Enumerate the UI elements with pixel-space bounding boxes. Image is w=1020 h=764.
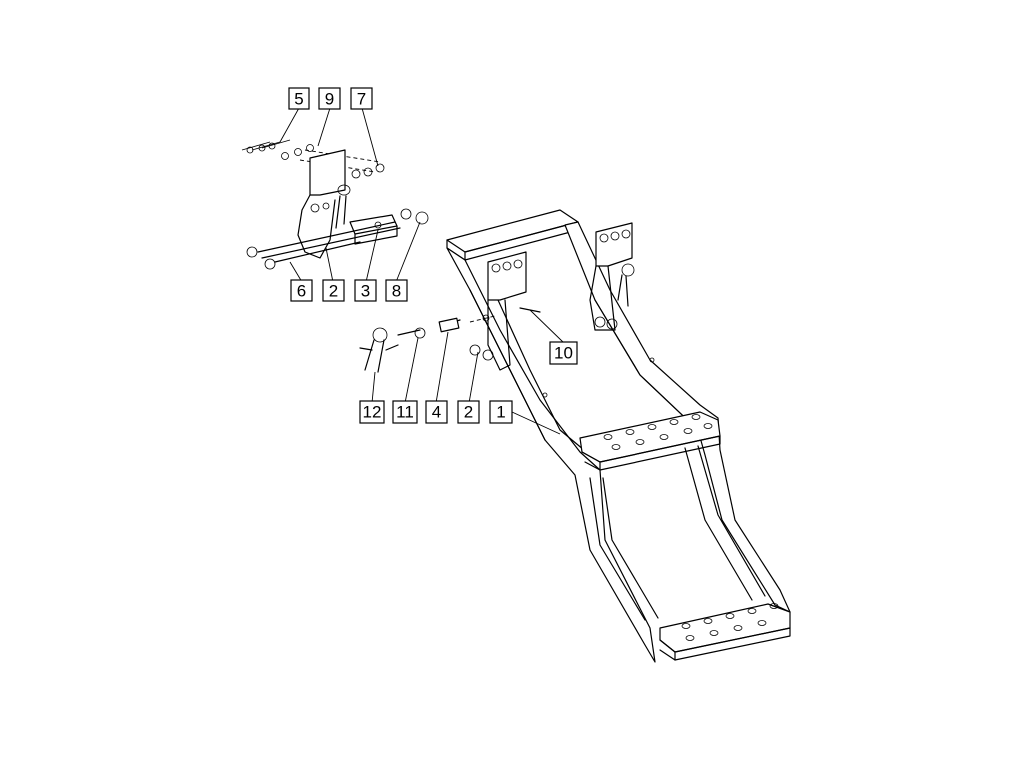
callout-9: 9 (318, 87, 341, 110)
svg-text:11: 11 (396, 403, 414, 422)
svg-text:9: 9 (325, 90, 334, 109)
svg-text:10: 10 (554, 344, 573, 363)
callout-7: 7 (350, 87, 373, 110)
svg-text:2: 2 (464, 403, 473, 422)
svg-text:8: 8 (392, 282, 401, 301)
callout-5: 5 (288, 87, 310, 110)
svg-text:3: 3 (361, 282, 370, 301)
callout-1: 1 (489, 400, 513, 424)
bracket-exploded-detail (241, 139, 429, 270)
svg-text:2: 2 (329, 282, 338, 301)
svg-text:4: 4 (432, 403, 441, 422)
callout-2-lower: 2 (457, 400, 480, 424)
svg-text:5: 5 (294, 90, 303, 109)
svg-text:12: 12 (363, 403, 382, 422)
callout-12: 12 (359, 400, 385, 424)
callout-11: 11 (392, 400, 418, 424)
callout-8: 8 (385, 279, 408, 302)
callout-10: 10 (549, 341, 578, 365)
callout-4: 4 (425, 400, 448, 424)
callout-2-upper: 2 (322, 279, 345, 302)
leader-lines (279, 107, 565, 435)
svg-text:6: 6 (297, 282, 306, 301)
pin-clip-detail (359, 307, 541, 373)
callout-3: 3 (354, 279, 377, 302)
svg-text:7: 7 (357, 90, 366, 109)
step-ladder-assembly (446, 209, 791, 663)
callout-6: 6 (290, 279, 313, 302)
svg-text:1: 1 (496, 403, 505, 422)
